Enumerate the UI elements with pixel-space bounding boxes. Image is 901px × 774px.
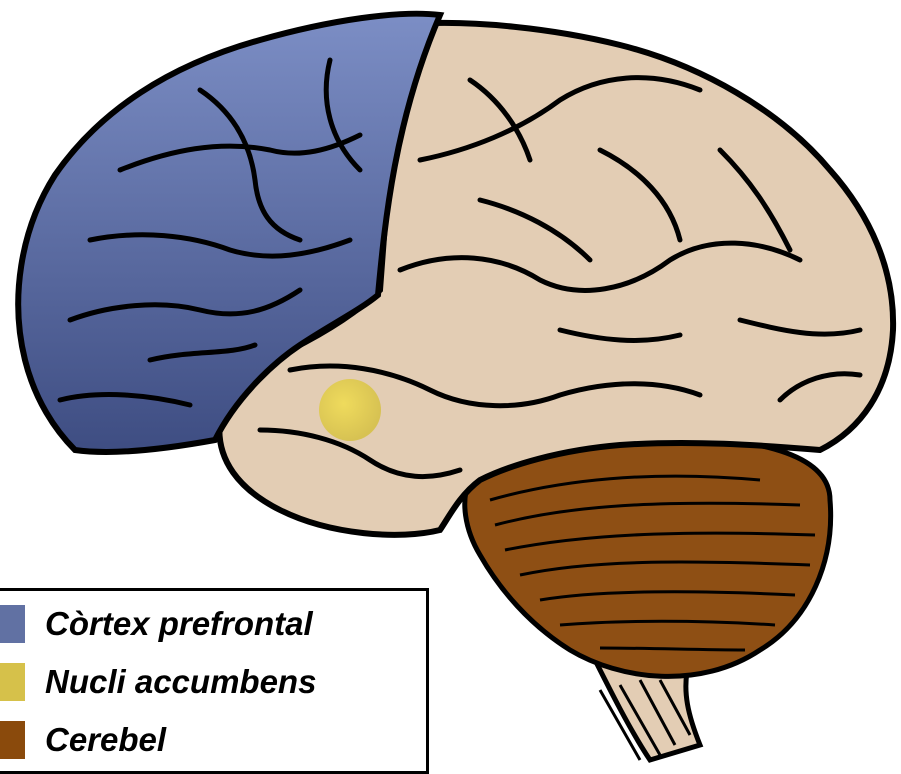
legend-label-accumbens: Nucli accumbens [45, 661, 316, 703]
legend-label-cerebellum: Cerebel [45, 719, 166, 761]
cerebellum [465, 438, 831, 677]
legend: Còrtex prefrontal Nucli accumbens Cerebe… [0, 588, 429, 774]
nucleus-accumbens [319, 379, 381, 441]
legend-label-prefrontal: Còrtex prefrontal [45, 603, 313, 645]
legend-swatch-cerebellum [0, 721, 25, 759]
legend-swatch-accumbens [0, 663, 25, 701]
legend-item-cerebellum: Cerebel [0, 719, 25, 761]
legend-item-prefrontal: Còrtex prefrontal [0, 603, 25, 645]
legend-item-accumbens: Nucli accumbens [0, 661, 25, 703]
legend-swatch-prefrontal [0, 605, 25, 643]
